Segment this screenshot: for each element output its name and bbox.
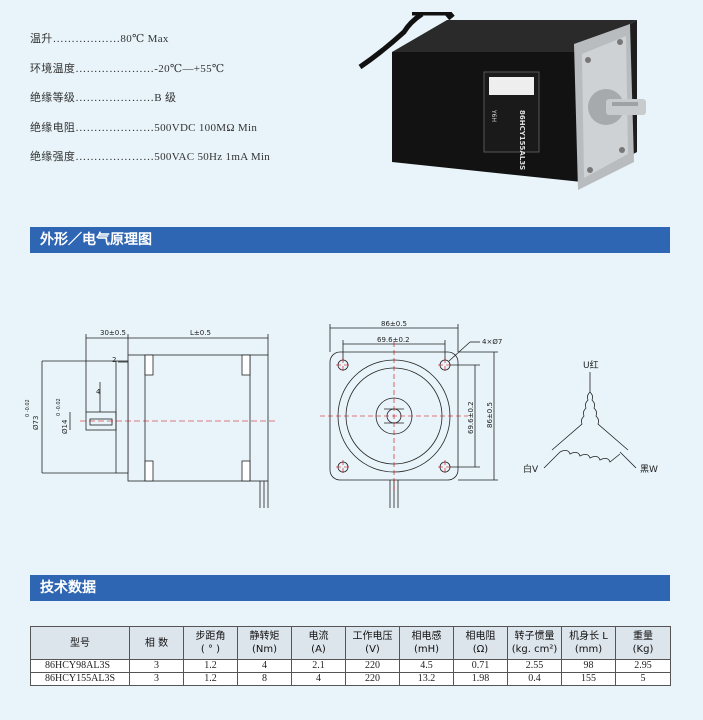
header-body-length: 机身长 L(mm) <box>561 626 616 660</box>
dim-body-length: L±0.5 <box>190 329 211 337</box>
header-rotor-inertia: 转子惯量(kg. cm²) <box>507 626 562 660</box>
header-current: 电流(A) <box>291 626 346 660</box>
dim-front-width: 86±0.5 <box>381 320 407 328</box>
dim-pilot-diameter: Ø73 <box>32 416 40 430</box>
tech-data-table: 型号 相 数 步距角( ° ) 静转矩(Nm) 电流(A) 工作电压(V) 相电… <box>30 626 671 686</box>
cell-step-angle: 1.2 <box>183 672 238 686</box>
table-header-row: 型号 相 数 步距角( ° ) 静转矩(Nm) 电流(A) 工作电压(V) 相电… <box>30 626 671 660</box>
cell-current: 4 <box>291 672 346 686</box>
dim-pilot-tolerance: 0 -0.02 <box>25 399 31 417</box>
header-holding-torque: 静转矩(Nm) <box>237 626 292 660</box>
cell-inductance: 13.2 <box>399 672 454 686</box>
cell-current: 2.1 <box>291 659 346 673</box>
dim-hole-spacing-y: 69.6±0.2 <box>467 401 475 434</box>
cell-rotor-inertia: 2.55 <box>507 659 562 673</box>
cell-rotor-inertia: 0.4 <box>507 672 562 686</box>
dim-hole-spacing-x: 69.6±0.2 <box>377 336 410 344</box>
cell-body-length: 155 <box>561 672 616 686</box>
cell-voltage: 220 <box>345 659 400 673</box>
cell-resistance: 1.98 <box>453 672 508 686</box>
dim-mount-holes: 4×Ø7 <box>482 338 502 346</box>
cell-body-length: 98 <box>561 659 616 673</box>
cell-weight: 5 <box>615 672 671 686</box>
spec-insulation-strength: 绝缘强度…………………500VAC 50Hz 1mA Min <box>30 151 271 163</box>
cell-inductance: 4.5 <box>399 659 454 673</box>
wire-v-label: 白V <box>523 463 539 475</box>
cell-phases: 3 <box>129 672 184 686</box>
spec-insulation-resistance: 绝缘电阻…………………500VDC 100MΩ Min <box>30 122 258 134</box>
header-phases: 相 数 <box>129 626 184 660</box>
cell-voltage: 220 <box>345 672 400 686</box>
dim-front-height: 86±0.5 <box>486 402 494 428</box>
table-row: 86HCY155AL3S 3 1.2 8 4 220 13.2 1.98 0.4… <box>30 672 671 686</box>
section-outline-banner: 外形／电气原理图 <box>30 227 670 253</box>
header-model: 型号 <box>30 626 130 660</box>
spec-ambient-temp: 环境温度…………………-20℃—+55℃ <box>30 63 225 75</box>
wiring-diagram <box>543 372 637 469</box>
cell-resistance: 0.71 <box>453 659 508 673</box>
dim-shaft-tolerance: 0 -0.02 <box>56 398 62 416</box>
wire-w-label: 黑W <box>640 464 658 475</box>
cell-step-angle: 1.2 <box>183 659 238 673</box>
cell-model: 86HCY98AL3S <box>30 659 130 673</box>
header-inductance: 相电感(mH) <box>399 626 454 660</box>
spec-temp-rise: 温升………………80℃ Max <box>30 33 169 45</box>
wire-u-label: U红 <box>583 359 599 371</box>
dim-key-width: 4 <box>96 388 101 396</box>
dim-shaft-diameter: Ø14 <box>61 419 69 434</box>
header-voltage: 工作电压(V) <box>345 626 400 660</box>
motor-model-label: 86HCY155AL3S <box>518 110 526 170</box>
header-resistance: 相电阻(Ω) <box>453 626 508 660</box>
outline-drawing: 30±0.5 L±0.5 2 4 Ø73 0 -0.02 Ø14 0 -0.02 <box>25 320 658 508</box>
table-row: 86HCY98AL3S 3 1.2 4 2.1 220 4.5 0.71 2.5… <box>30 659 671 673</box>
motor-brand-label: Y6H <box>490 109 497 122</box>
header-step-angle: 步距角( ° ) <box>183 626 238 660</box>
dim-flange-thickness: 2 <box>112 356 116 364</box>
cell-weight: 2.95 <box>615 659 671 673</box>
stepper-motor-image: 86HCY155AL3S Y6H <box>358 12 646 190</box>
spec-insulation-class: 绝缘等级…………………B 级 <box>30 92 177 104</box>
cell-model: 86HCY155AL3S <box>30 672 130 686</box>
dim-shaft-length: 30±0.5 <box>100 329 126 337</box>
cell-holding-torque: 8 <box>237 672 292 686</box>
header-weight: 重量(Kg) <box>615 626 671 660</box>
cell-holding-torque: 4 <box>237 659 292 673</box>
cell-phases: 3 <box>129 659 184 673</box>
section-tech-banner: 技术数据 <box>30 575 670 601</box>
